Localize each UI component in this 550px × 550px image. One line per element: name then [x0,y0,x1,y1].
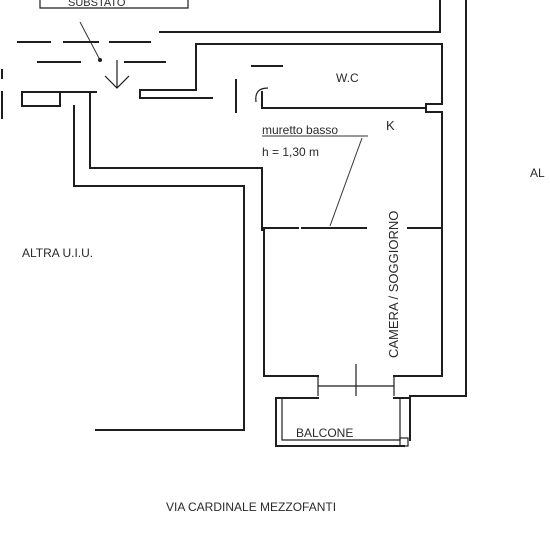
wc-room: W.C K [139,43,443,231]
wc-door-swing [255,87,269,103]
corridor-walls [21,91,263,431]
altra-uiu-left-label: ALTRA U.I.U. [22,246,93,260]
balcone-area: BALCONE [275,397,411,447]
balcony-left-parapet [275,397,405,447]
wc-top-right-wall [195,43,443,231]
street-label: VIA CARDINALE MEZZOFANTI [166,500,336,514]
top-right-wall [159,0,441,33]
wc-label: W.C [336,71,359,85]
room-left-wall [263,229,319,377]
door-pivot-dot [98,58,102,62]
top-clipped-label: SUBSTATO [68,0,126,9]
kitchen-label: K [386,118,395,133]
murette-label: muretto basso [262,123,338,137]
murette-leader-line [329,137,363,227]
balcony-inner-outline [281,398,401,441]
apartment-inner-left-wall [89,91,263,231]
exterior-right-wall [409,0,467,397]
camera-soggiorno-label: CAMERA / SOGGIORNO [386,211,401,358]
entry-arrow-icon [104,60,130,89]
apartment-left-wall [73,105,245,431]
room-right-wall [393,229,443,377]
altra-uiu-right-label: AL [530,166,545,180]
balcony-corner-post [399,437,409,447]
corridor-pillar [21,91,61,107]
top-entrance-area: SUBSTATO [1,0,441,119]
balcone-label: BALCONE [296,426,353,440]
wc-left-wall [139,43,213,99]
camera-soggiorno-room: muretto basso h = 1,30 m CAMERA / SOGGIO… [262,0,467,397]
top-label-frame [39,0,189,9]
murette-height-label: h = 1,30 m [262,145,319,159]
balcony-top-edge [275,397,411,441]
